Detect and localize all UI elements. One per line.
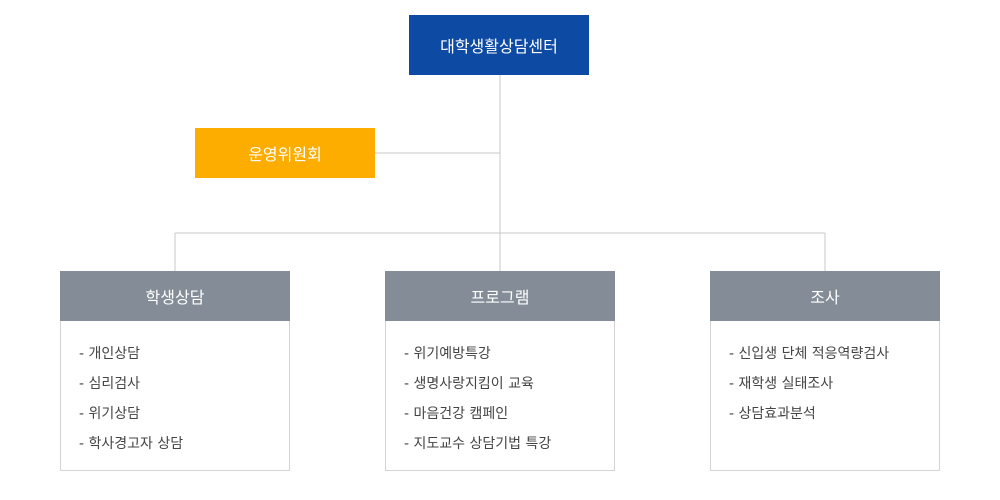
department-card-header: 프로그램	[385, 271, 615, 321]
department-card-header: 학생상담	[60, 271, 290, 321]
department-title: 프로그램	[470, 288, 530, 307]
center-node: 대학생활상담센터	[409, 15, 589, 75]
department-card-counseling: 학생상담 - 개인상담 - 심리검사 - 위기상담 - 학사경고자 상담	[60, 271, 290, 471]
department-card-body: - 위기예방특강 - 생명사랑지킴이 교육 - 마음건강 캠페인 - 지도교수 …	[385, 321, 615, 471]
list-item: - 위기상담	[79, 406, 141, 422]
department-item-list: - 위기예방특강 - 생명사랑지킴이 교육 - 마음건강 캠페인 - 지도교수 …	[404, 339, 614, 459]
list-item: - 신입생 단체 적응역량검사	[729, 346, 890, 362]
list-item: - 위기예방특강	[404, 346, 491, 362]
department-card-survey: 조사 - 신입생 단체 적응역량검사 - 재학생 실태조사 - 상담효과분석	[710, 271, 940, 471]
department-item-list: - 개인상담 - 심리검사 - 위기상담 - 학사경고자 상담	[79, 339, 289, 459]
list-item: - 상담효과분석	[729, 406, 816, 422]
department-title: 조사	[810, 288, 840, 307]
list-item: - 지도교수 상담기법 특강	[404, 436, 552, 452]
department-card-program: 프로그램 - 위기예방특강 - 생명사랑지킴이 교육 - 마음건강 캠페인 - …	[385, 271, 615, 471]
list-item: - 심리검사	[79, 376, 141, 392]
department-card-body: - 신입생 단체 적응역량검사 - 재학생 실태조사 - 상담효과분석	[710, 321, 940, 471]
department-item-list: - 신입생 단체 적응역량검사 - 재학생 실태조사 - 상담효과분석	[729, 339, 939, 429]
committee-node: 운영위원회	[195, 128, 375, 178]
list-item: - 개인상담	[79, 346, 141, 362]
department-title: 학생상담	[145, 288, 205, 307]
list-item: - 생명사랑지킴이 교육	[404, 376, 534, 392]
list-item: - 학사경고자 상담	[79, 436, 184, 452]
list-item: - 마음건강 캠페인	[404, 406, 509, 422]
center-node-label: 대학생활상담센터	[440, 37, 558, 56]
department-card-header: 조사	[710, 271, 940, 321]
committee-node-label: 운영위원회	[248, 145, 322, 164]
department-card-body: - 개인상담 - 심리검사 - 위기상담 - 학사경고자 상담	[60, 321, 290, 471]
list-item: - 재학생 실태조사	[729, 376, 834, 392]
